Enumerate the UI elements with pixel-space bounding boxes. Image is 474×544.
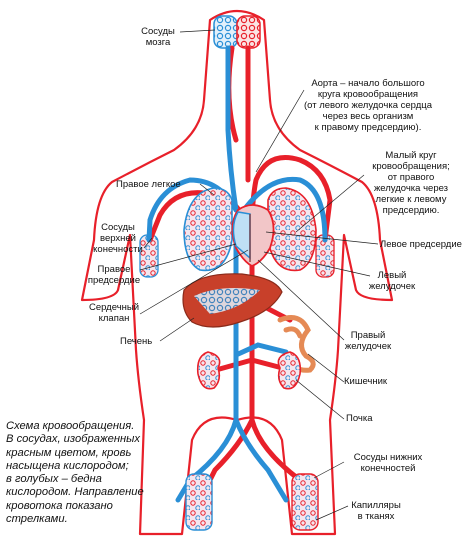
heart [231, 204, 275, 267]
label-lower-limb-vessels: Сосуды нижних конечностей [353, 452, 423, 474]
label-right-lung: Правое легкое [116, 179, 181, 190]
label-right-atrium: Правое предсердие [87, 264, 141, 286]
left-kidney [277, 351, 302, 390]
label-kidney: Почка [346, 413, 373, 424]
left-leg-capillaries [291, 473, 319, 531]
label-upper-limb-vessels: Сосуды верхней конечности [93, 222, 143, 255]
leader-lines [139, 29, 379, 521]
label-liver: Печень [120, 336, 153, 347]
label-heart-valve: Сердечный клапан [88, 302, 140, 324]
label-right-ventricle: Правый желудочек [344, 330, 392, 352]
label-tissue-capillaries: Капилляры в тканях [351, 500, 401, 522]
left-lung [267, 187, 317, 272]
diagram-caption: Схема кровообращения. В сосудах, изображ… [6, 420, 144, 526]
label-aorta: Аорта – начало большого круга кровообращ… [304, 78, 432, 133]
right-kidney [196, 351, 221, 390]
label-left-ventricle: Левый желудочек [368, 270, 416, 292]
body-outline [80, 9, 394, 536]
right-lung [183, 187, 233, 272]
label-brain-vessels: Сосуды мозга [141, 26, 175, 48]
right-leg-capillaries [185, 473, 213, 531]
brain-capillaries [213, 15, 261, 49]
label-intestine: Кишечник [344, 376, 388, 387]
intestine [277, 315, 316, 373]
label-pulmonary-circuit: Малый круг кровообращения; от правого же… [372, 150, 450, 216]
label-left-atrium: Левое предсердие [380, 239, 462, 250]
